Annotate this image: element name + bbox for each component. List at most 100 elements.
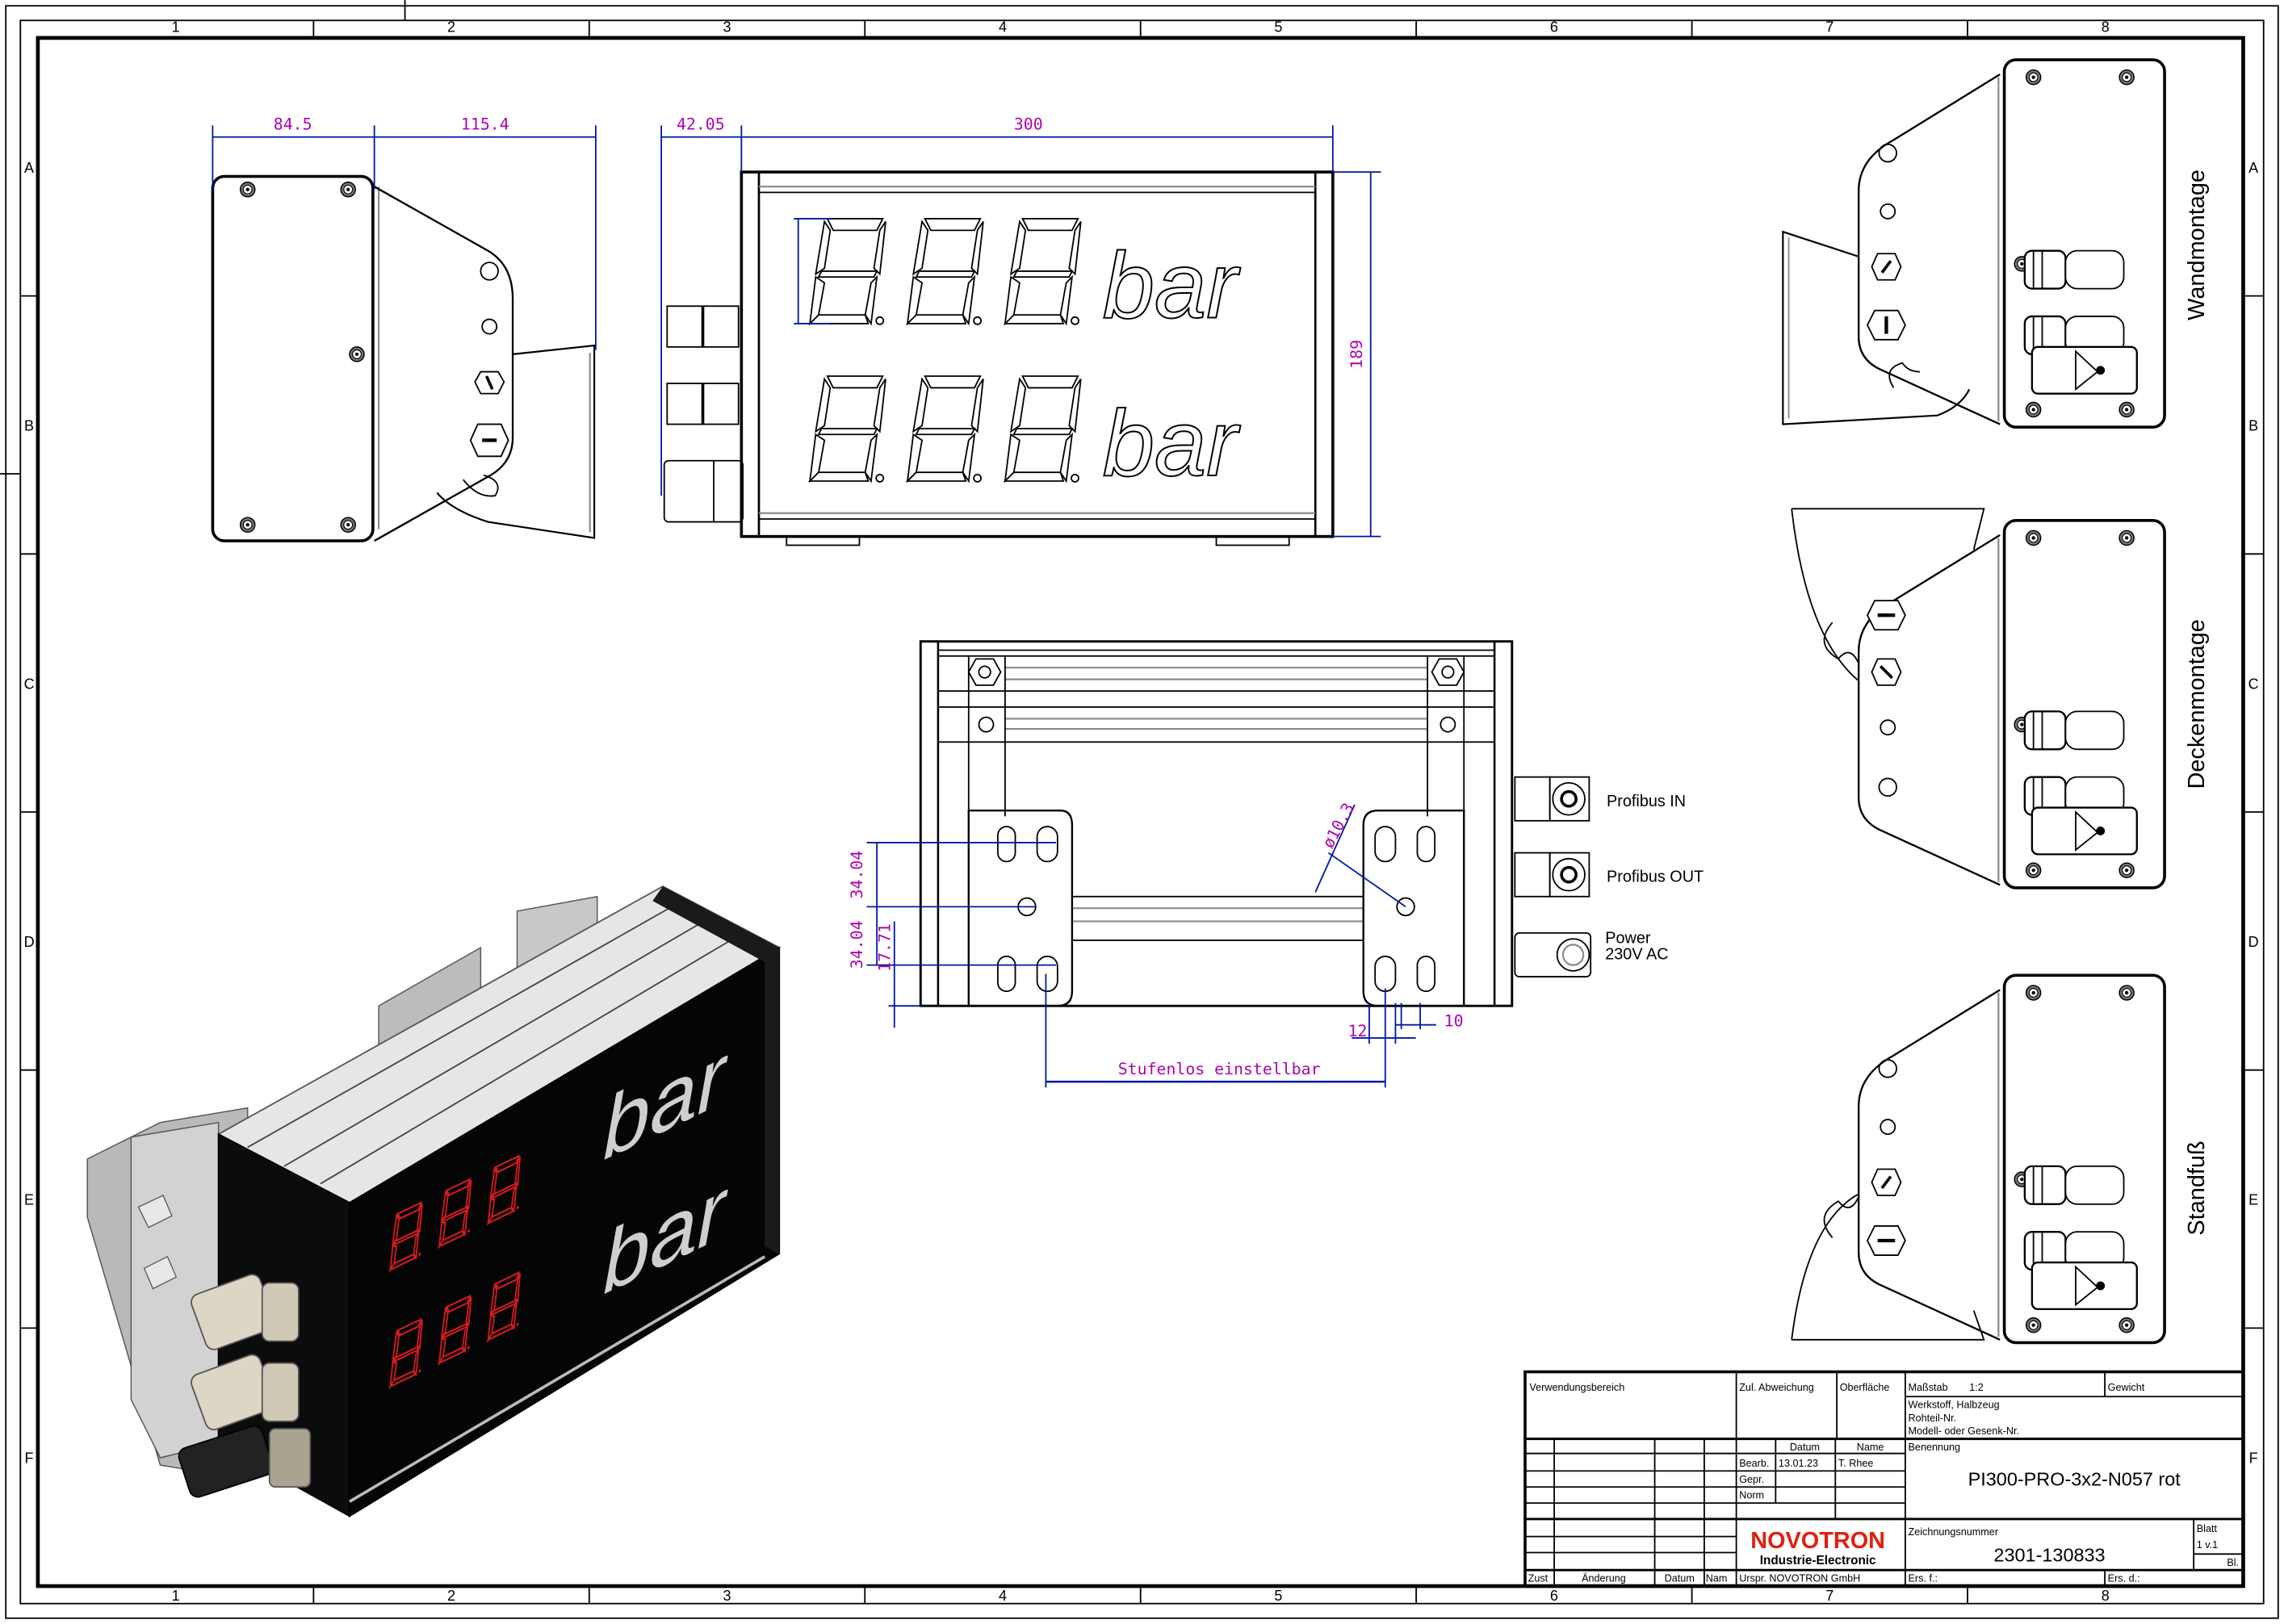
tb-zul-abweichung: Zul. Abweichung [1739,1382,1814,1393]
label-floor-stand: Standfuß [2184,1141,2210,1235]
row-zone-label: C [24,676,35,692]
tb-blatt-label: Blatt [2197,1523,2218,1534]
column-zone-label: 8 [2102,19,2110,36]
dim-hole-pitch-1: 34.04 [848,851,866,899]
label-power: Power [1605,930,1651,948]
floor-stand-view [1791,973,2166,1345]
column-zone-label: 1 [172,1588,180,1604]
column-zone-label: 6 [1550,19,1558,36]
dim-hole-diameter: ø10.3 [1319,800,1358,852]
front-view: bar bar 42.05 300 189 [660,115,1381,546]
row-zone-label: B [2248,418,2258,434]
dim-bracket-depth: 115.4 [461,115,509,134]
column-zone-label: 4 [999,19,1007,36]
iso-connector-profibus-out [191,1354,300,1431]
tb-verwendungsbereich: Verwendungsbereich [1529,1382,1624,1393]
front-connector-profibus-in [666,305,740,348]
tb-norm-label: Norm [1739,1490,1764,1501]
column-zone-label: 3 [723,1588,731,1604]
tb-zeichnungsnummer-label: Zeichnungsnummer [1909,1526,1999,1538]
column-zone-label: 7 [1825,19,1833,36]
dim-hole-offset: 17.71 [875,923,894,972]
front-digits-row-1 [809,218,1082,325]
iso-connector-power [178,1425,312,1498]
row-zone-label: D [24,934,35,950]
tb-benennung-value: PI300-PRO-3x2-N057 rot [1968,1468,2181,1489]
iso-connector-profibus-in [191,1274,300,1350]
rear-rails [937,655,1496,941]
column-zone-label: 5 [1274,19,1282,36]
tb-bl-label: Bl. [2227,1557,2239,1568]
tb-datum-header: Datum [1790,1442,1820,1453]
column-zone-label: 4 [999,1588,1007,1604]
dim-height: 189 [1347,340,1366,369]
front-digits-row-2 [809,375,1082,483]
tb-zeichnungsnummer-value: 2301-130833 [1993,1544,2105,1565]
rear-view: Profibus IN Profibus OUT Power 230V AC 3… [848,640,1704,1088]
tb-zust: Zust [1528,1573,1549,1584]
tb-massstab-value: 1:2 [1969,1382,1984,1393]
column-zone-label: 6 [1550,1588,1558,1604]
isometric-render: bar bar [86,885,782,1517]
label-power-voltage: 230V AC [1605,945,1668,963]
label-profibus-in: Profibus IN [1607,793,1686,810]
tb-aenderung: Änderung [1582,1573,1626,1584]
tb-ers-d: Ers. d.: [2108,1573,2140,1584]
dim-side-depth: 84.5 [274,115,312,134]
row-zone-label: A [2248,160,2258,176]
tb-bearb-date: 13.01.23 [1779,1458,1818,1469]
label-wall-mount: Wandmontage [2184,170,2210,320]
front-connector-power [663,459,744,523]
label-adjustable: Stufenlos einstellbar [1118,1060,1321,1078]
rear-connector-profibus-out [1514,852,1590,898]
dim-width: 300 [1014,115,1043,134]
tb-bearb-label: Bearb. [1739,1458,1769,1469]
row-zone-label: E [2248,1192,2258,1208]
rear-connector-profibus-in [1514,776,1590,822]
tb-oberflaeche: Oberfläche [1840,1382,1890,1393]
side-view: 84.5 115.4 [211,115,597,542]
tb-ers-f: Ers. f.: [1909,1573,1938,1584]
front-unit-label-2: bar [1103,391,1241,496]
dim-slot-length: 10 [1444,1011,1464,1030]
tb-massstab-label: Maßstab [1909,1382,1948,1393]
row-zone-label: A [24,160,34,176]
row-zone-label: F [2249,1450,2258,1466]
dim-hole-pitch-2: 34.04 [848,920,866,969]
column-zone-label: 5 [1274,1588,1282,1604]
tb-datum: Datum [1665,1573,1695,1584]
rear-connector-power [1514,932,1592,977]
column-zone-label: 2 [447,1588,455,1604]
tb-nam: Nam [1706,1573,1728,1584]
dim-connector-depth: 42.05 [677,115,725,134]
tb-gepr-label: Gepr. [1739,1474,1764,1485]
tb-bearb-name: T. Rhee [1838,1458,1873,1469]
tb-werkstoff: Werkstoff, Halbzeug [1909,1400,2000,1411]
column-zone-label: 3 [723,19,731,36]
title-block: Verwendungsbereich Zul. Abweichung Oberf… [1523,1370,2245,1588]
dim-slot-width: 12 [1348,1022,1368,1040]
column-zone-label: 8 [2102,1588,2110,1604]
mounting-views [1782,58,2166,1345]
row-zone-label: C [2248,676,2259,692]
bracket-slots [996,826,1436,993]
row-zone-label: F [25,1450,34,1466]
tb-blatt-value: 1 v.1 [2197,1539,2218,1551]
front-unit-label-1: bar [1103,234,1241,338]
tb-rohteil: Rohteil-Nr. [1909,1413,1957,1424]
row-zone-label: D [2248,934,2259,950]
front-connector-profibus-out [666,383,740,425]
tb-logo-sub: Industrie-Electronic [1760,1554,1876,1567]
column-zone-label: 7 [1825,1588,1833,1604]
row-zone-label: E [24,1192,34,1208]
tb-logo-main: NOVOTRON [1750,1528,1885,1554]
column-zone-label: 2 [447,19,455,36]
label-profibus-out: Profibus OUT [1607,869,1704,886]
tb-name-header: Name [1857,1442,1884,1453]
column-zone-label: 1 [172,19,180,36]
tb-benennung-label: Benennung [1909,1442,1961,1453]
tb-ursprung: Urspr. NOVOTRON GmbH [1739,1573,1860,1584]
